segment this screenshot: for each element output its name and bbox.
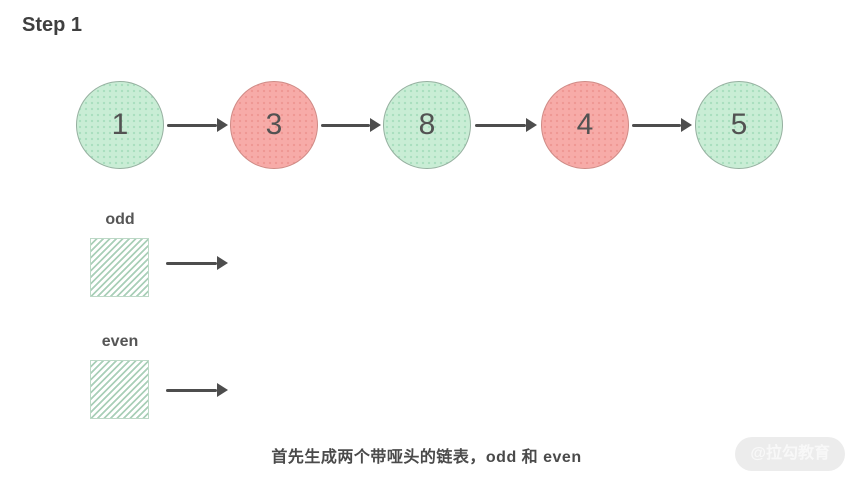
arrow-line bbox=[632, 123, 681, 127]
node-value: 5 bbox=[730, 108, 748, 141]
list-node-4: 4 bbox=[541, 81, 629, 169]
even-arrow-icon bbox=[166, 382, 228, 398]
list-node-3: 3 bbox=[230, 81, 318, 169]
arrow-icon bbox=[632, 117, 692, 133]
arrow-head bbox=[681, 118, 692, 132]
even-dummy-head-square bbox=[90, 360, 149, 419]
arrow-head bbox=[217, 256, 228, 270]
arrow-icon bbox=[321, 117, 381, 133]
node-value: 3 bbox=[265, 108, 283, 141]
odd-dummy-head-square bbox=[90, 238, 149, 297]
arrow-head bbox=[217, 383, 228, 397]
arrow-line bbox=[321, 123, 370, 127]
arrow-head bbox=[370, 118, 381, 132]
odd-arrow-icon bbox=[166, 255, 228, 271]
arrow-icon bbox=[167, 117, 228, 133]
node-value: 8 bbox=[418, 108, 436, 141]
list-node-1: 1 bbox=[76, 81, 164, 169]
arrow-line bbox=[166, 261, 217, 265]
even-label: even bbox=[101, 333, 139, 350]
arrow-line bbox=[475, 123, 526, 127]
arrow-icon bbox=[475, 117, 537, 133]
node-value: 1 bbox=[111, 108, 129, 141]
list-node-8: 8 bbox=[383, 81, 471, 169]
step-title: Step 1 bbox=[22, 14, 83, 36]
arrow-line bbox=[167, 123, 217, 127]
node-value: 4 bbox=[576, 108, 594, 141]
arrow-head bbox=[526, 118, 537, 132]
watermark-badge: @拉勾教育 bbox=[735, 437, 845, 471]
odd-label: odd bbox=[105, 211, 135, 228]
arrow-head bbox=[217, 118, 228, 132]
caption-text: 首先生成两个带哑头的链表，odd 和 even bbox=[271, 449, 582, 466]
list-node-5: 5 bbox=[695, 81, 783, 169]
arrow-line bbox=[166, 388, 217, 392]
